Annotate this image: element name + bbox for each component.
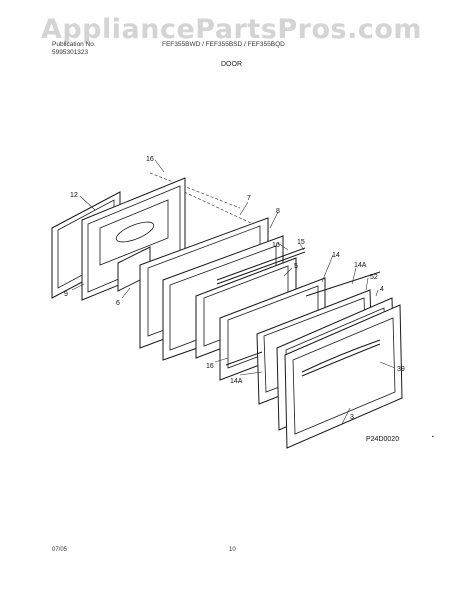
callout-6: 6	[116, 300, 120, 307]
footer-date: 07/05	[52, 547, 68, 553]
figure-code: P24D0020	[366, 436, 399, 443]
callout-14A-top: 14A	[354, 262, 367, 269]
publication-line: Publication No.	[52, 41, 96, 48]
outer-door-3	[284, 304, 403, 449]
callout-8: 8	[276, 208, 280, 215]
publication-number: 5995301323	[52, 49, 89, 56]
door-handle-39	[301, 339, 381, 373]
callout-14A-low: 14A	[230, 378, 243, 385]
assembly-line	[149, 172, 241, 209]
footer-page: 10	[229, 547, 236, 553]
callout-15: 15	[297, 239, 305, 246]
callout-9: 9	[64, 291, 68, 298]
callout-3: 3	[350, 414, 354, 421]
section-title: DOOR	[221, 61, 242, 68]
callout-7: 7	[247, 195, 251, 202]
callout-4: 4	[380, 286, 384, 293]
callout-39: 39	[397, 366, 405, 373]
callout-14: 14	[332, 252, 340, 259]
publication-label: Publication No. 5995301323	[52, 41, 96, 57]
callout-16-top: 16	[146, 156, 154, 163]
callout-5: 5	[294, 263, 298, 270]
door-trim-16	[225, 351, 263, 366]
callout-52: 52	[370, 274, 378, 281]
model-list: FEF355BWD / FEF355BSD / FEF355BQD	[162, 41, 285, 48]
watermark: AppliancePartsPros.com	[40, 14, 423, 45]
callout-12: 12	[70, 192, 78, 199]
seal-trim-15	[216, 247, 306, 285]
figure-mark: ▪	[432, 434, 434, 440]
trim-strip-52	[305, 271, 381, 297]
callout-16-mid: 16	[272, 242, 280, 249]
callout-16-low: 16	[206, 363, 214, 370]
